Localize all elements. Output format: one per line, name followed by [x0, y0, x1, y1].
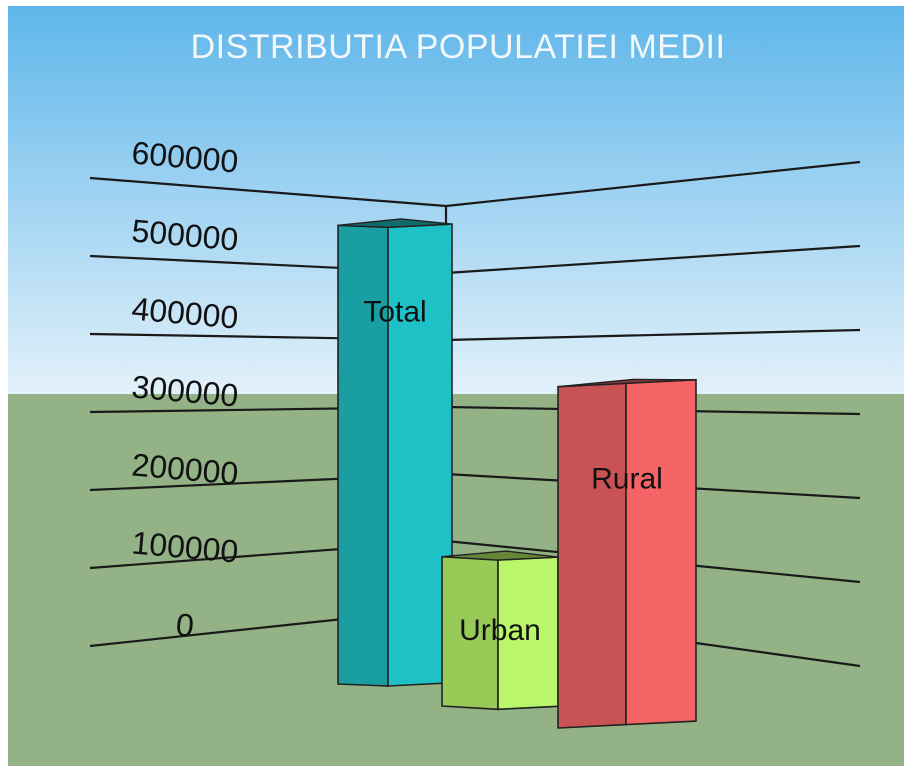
bar-rural: [557, 378, 697, 729]
bar-total: [337, 218, 453, 687]
gridline-left: [89, 176, 447, 208]
bar-label-rural: Rural: [591, 463, 663, 496]
bar-face-left: [557, 382, 627, 729]
bar-chart-3d: DISTRIBUTIA POPULATIEI MEDII 01000002000…: [8, 6, 904, 766]
bar-face-right: [625, 378, 697, 726]
sky-background: [8, 6, 904, 396]
gridline-right: [445, 160, 861, 208]
bar-label-urban: Urban: [459, 614, 541, 647]
gridline-right: [445, 328, 861, 342]
gridline-right: [445, 244, 861, 275]
bar-face-top: [557, 378, 697, 388]
y-tick-label: 0: [175, 606, 196, 643]
bar-label-total: Total: [363, 295, 426, 328]
bar-urban: [441, 550, 559, 711]
bar-face-top: [337, 218, 453, 229]
chart-title: DISTRIBUTIA POPULATIEI MEDII: [191, 28, 726, 66]
bars: [337, 218, 697, 729]
